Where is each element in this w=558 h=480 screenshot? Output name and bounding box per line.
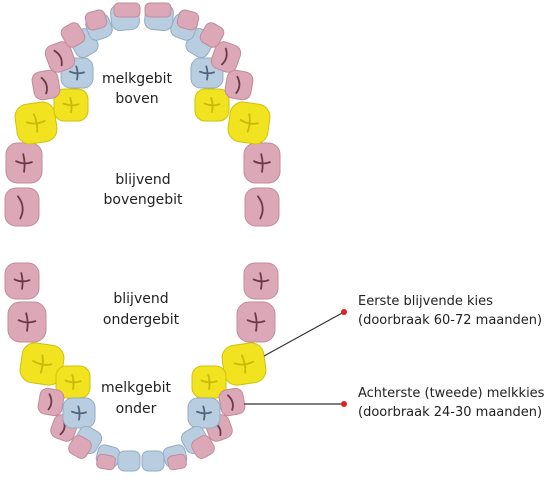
label-lower-permanent-line2: ondergebit bbox=[103, 312, 180, 328]
tooth-crease bbox=[246, 312, 266, 332]
callout-second-milk-molar-line2: (doorbraak 24-30 maanden) bbox=[358, 405, 542, 420]
tooth-crease bbox=[253, 153, 271, 173]
tooth-icon bbox=[68, 435, 92, 459]
tooth-icon bbox=[224, 69, 254, 101]
tooth-crease bbox=[62, 97, 80, 113]
tooth-icon bbox=[113, 2, 141, 18]
tooth-icon bbox=[117, 450, 141, 472]
tooth-crease bbox=[32, 354, 53, 374]
tooth-crown bbox=[113, 2, 141, 18]
tooth-icon bbox=[210, 41, 242, 73]
tooth-icon bbox=[194, 88, 230, 122]
tooth-crease bbox=[221, 47, 228, 66]
tooth-crease bbox=[47, 393, 53, 411]
callout-dot-first-molar bbox=[341, 309, 347, 315]
callout-first-molar-line1: Eerste blijvende kies bbox=[358, 294, 493, 309]
callout-dot-second-milk-molar bbox=[341, 401, 347, 407]
tooth-crown bbox=[60, 22, 86, 48]
tooth-crown bbox=[96, 453, 116, 471]
label-upper-permanent-line2: bovengebit bbox=[104, 192, 184, 208]
tooth-icon bbox=[4, 187, 40, 227]
tooth-crown bbox=[84, 9, 108, 31]
tooth-crease bbox=[235, 75, 241, 94]
tooth-icon bbox=[44, 41, 76, 73]
tooth-icon bbox=[4, 262, 40, 300]
tooth-icon bbox=[218, 387, 246, 417]
label-lower-milk-line1: melkgebit bbox=[101, 380, 172, 396]
tooth-crown bbox=[167, 453, 187, 471]
tooth-icon bbox=[60, 22, 86, 48]
tooth-crease bbox=[69, 65, 85, 81]
tooth-icon bbox=[53, 88, 89, 122]
tooth-crease bbox=[196, 405, 212, 421]
tooth-crown bbox=[141, 450, 165, 472]
tooth-crown bbox=[117, 450, 141, 472]
tooth-icon bbox=[84, 9, 108, 31]
tooth-crease bbox=[53, 49, 63, 67]
tooth-icon bbox=[243, 142, 281, 184]
tooth-icon bbox=[167, 453, 187, 471]
tooth-icon bbox=[191, 435, 215, 459]
tooth-crease bbox=[200, 374, 218, 390]
tooth-icon bbox=[14, 101, 58, 145]
tooth-crease bbox=[252, 272, 270, 290]
tooth-icon bbox=[221, 342, 267, 386]
tooth-icon bbox=[176, 9, 200, 31]
tooth-crease bbox=[26, 113, 46, 133]
tooth-icon bbox=[19, 342, 65, 386]
tooth-icon bbox=[62, 397, 96, 429]
tooth-crease bbox=[13, 272, 31, 290]
tooth-icon bbox=[37, 387, 65, 417]
tooth-crown bbox=[68, 435, 92, 459]
tooth-crown bbox=[191, 435, 215, 459]
tooth-icon bbox=[96, 453, 116, 471]
tooth-icon bbox=[5, 142, 43, 184]
tooth-crease bbox=[239, 113, 259, 133]
tooth-icon bbox=[31, 69, 61, 101]
callout-text: Eerste blijvende kies (doorbraak 60-72 m… bbox=[358, 294, 545, 420]
tooth-icon bbox=[227, 101, 271, 145]
tooth-icon bbox=[244, 187, 280, 227]
tooth-crease bbox=[17, 312, 37, 332]
tooth-icon bbox=[187, 397, 221, 429]
label-upper-milk-line1: melkgebit bbox=[102, 71, 173, 87]
callout-first-molar-line2: (doorbraak 60-72 maanden) bbox=[358, 313, 542, 328]
label-lower-permanent-line1: blijvend bbox=[113, 291, 168, 307]
label-lower-milk-line2: onder bbox=[116, 401, 157, 417]
center-labels: melkgebit boven blijvend bovengebit blij… bbox=[101, 71, 183, 417]
tooth-crease bbox=[15, 153, 33, 173]
tooth-crown bbox=[176, 9, 200, 31]
tooth-icon bbox=[236, 301, 276, 343]
callout-lines bbox=[244, 309, 347, 407]
tooth-crease bbox=[17, 195, 24, 220]
tooth-crease bbox=[203, 97, 221, 113]
tooth-crown bbox=[144, 2, 172, 18]
tooth-icon bbox=[7, 301, 47, 343]
label-upper-milk-line2: boven bbox=[115, 91, 158, 107]
tooth-icon bbox=[243, 262, 279, 300]
tooth-crease bbox=[199, 65, 215, 81]
tooth-crease bbox=[64, 374, 82, 390]
teeth-group bbox=[4, 2, 281, 472]
tooth-crease bbox=[233, 354, 254, 374]
callout-line-first-molar bbox=[263, 311, 345, 357]
tooth-crease bbox=[226, 394, 234, 411]
callout-second-milk-molar-line1: Achterste (tweede) melkkies bbox=[358, 386, 545, 401]
tooth-icon bbox=[141, 450, 165, 472]
tooth-icon bbox=[199, 22, 225, 48]
tooth-crease bbox=[71, 405, 87, 421]
tooth-crease bbox=[257, 195, 264, 220]
tooth-crown bbox=[199, 22, 225, 48]
tooth-crease bbox=[40, 76, 48, 95]
label-upper-permanent-line1: blijvend bbox=[115, 172, 170, 188]
tooth-icon bbox=[144, 2, 172, 18]
